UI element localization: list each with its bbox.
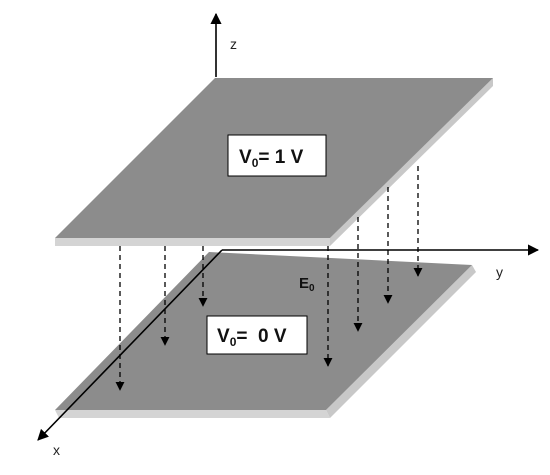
bottom-voltage-box <box>206 315 308 355</box>
field-lines <box>115 166 423 391</box>
x-axis-label: x <box>53 442 60 458</box>
axes: z y x <box>37 12 540 458</box>
field-symbol: E <box>299 275 309 292</box>
bottom-voltage-label: V0= 0 V <box>206 315 308 355</box>
top-plate-edge <box>55 238 330 246</box>
top-plate-side <box>330 78 493 246</box>
x-axis <box>37 249 223 441</box>
y-axis-label: y <box>496 264 503 280</box>
top-voltage-text: V0= 1 V <box>239 147 304 170</box>
bottom-plate-edge <box>55 410 330 418</box>
top-voltage-subscript: 0 <box>252 156 259 170</box>
bottom-voltage-value: = 0 V <box>236 326 286 347</box>
top-voltage-box <box>227 134 327 177</box>
bottom-plate-side <box>326 265 476 418</box>
top-voltage-symbol: V <box>239 147 252 168</box>
field-label: E0 <box>299 275 315 294</box>
bottom-voltage-text: V0= 0 V <box>217 326 287 349</box>
bottom-voltage-subscript: 0 <box>230 335 237 349</box>
field-subscript: 0 <box>309 283 315 294</box>
top-voltage-value: = 1 V <box>258 147 303 168</box>
top-voltage-label: V0= 1 V <box>227 134 327 177</box>
bottom-voltage-symbol: V <box>217 326 230 347</box>
z-axis-label: z <box>230 36 237 52</box>
